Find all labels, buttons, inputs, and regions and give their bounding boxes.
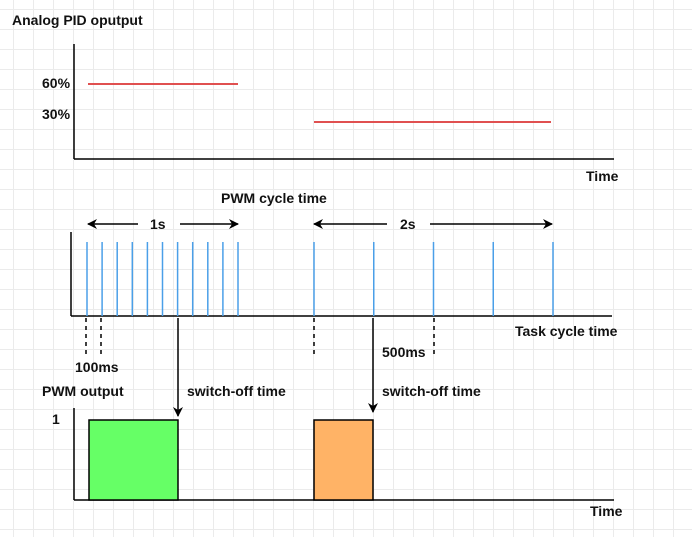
pwm-time-label: Time xyxy=(590,503,623,519)
analog-pid-panel: Analog PID oputput 60% 30% Time xyxy=(12,12,619,184)
cycle2-label: 2s xyxy=(400,216,416,232)
pwm-output-title: PWM output xyxy=(42,383,124,399)
switch-off-2-label: switch-off time xyxy=(382,383,481,399)
pwm-pulse-1 xyxy=(88,419,179,501)
pwm-pulse-2 xyxy=(313,419,374,501)
pwm-cycle-panel: PWM cycle time 1s 2s Task cycle time 100… xyxy=(70,190,618,375)
pwm-output-panel: PWM output 1 switch-off time switch-off … xyxy=(42,318,623,519)
analog-pid-title: Analog PID oputput xyxy=(12,12,143,28)
pid-time-label: Time xyxy=(586,168,619,184)
level-30-label: 30% xyxy=(42,106,71,122)
task-cycle-label: Task cycle time xyxy=(515,323,618,339)
step1-label: 100ms xyxy=(75,359,119,375)
pwm-level-label: 1 xyxy=(52,411,60,427)
step2-label: 500ms xyxy=(382,344,426,360)
pwm-cycle-title: PWM cycle time xyxy=(221,190,327,206)
level-60-label: 60% xyxy=(42,75,71,91)
pwm-tick-marks xyxy=(86,242,554,316)
switch-off-1-label: switch-off time xyxy=(187,383,286,399)
cycle1-label: 1s xyxy=(150,216,166,232)
